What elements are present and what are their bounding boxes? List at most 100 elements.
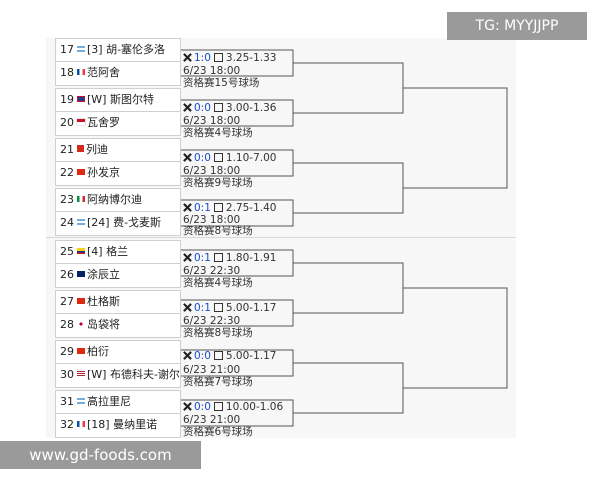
flag-china-icon	[77, 348, 85, 354]
h2h-icon	[183, 203, 192, 212]
flag-china-icon	[77, 169, 85, 175]
player-name: 孙发京	[87, 166, 120, 179]
match-5-time: 6/23 22:30	[183, 265, 241, 277]
match-2-court: 资格赛4号球场	[183, 127, 253, 139]
seed-number: 22	[60, 166, 74, 179]
odds-chart-icon[interactable]	[213, 253, 223, 262]
seed-number: 18	[60, 66, 74, 79]
match-2-h2h[interactable]: 0:0 3.00-1.36	[183, 102, 276, 114]
flag-argentina-icon	[77, 46, 85, 52]
player-30[interactable]: 30 [W] 布德科夫-谢尔	[55, 364, 181, 388]
player-name: 列迪	[86, 143, 108, 156]
match-4-time: 6/23 18:00	[183, 214, 241, 226]
odds: 2.75-1.40	[225, 202, 277, 214]
flag-france-icon	[77, 69, 85, 75]
flag-usa-icon	[77, 371, 85, 377]
player-name: 岛袋将	[87, 318, 120, 331]
seed-number: 25	[60, 245, 74, 258]
h2h-icon	[183, 351, 192, 360]
player-20[interactable]: 20 瓦舍罗	[55, 112, 181, 136]
flag-uk-icon	[77, 96, 85, 102]
match-6-time: 6/23 22:30	[183, 315, 241, 327]
match-2-time: 6/23 18:00	[183, 115, 241, 127]
odds-chart-icon[interactable]	[213, 53, 223, 62]
seed-number: 19	[60, 93, 74, 106]
h2h-icon	[183, 153, 192, 162]
flag-china-icon	[77, 298, 85, 304]
match-3-court: 资格赛9号球场	[183, 177, 253, 189]
seed-number: 28	[60, 318, 74, 331]
seed-number: 29	[60, 345, 74, 358]
player-name: 杜格斯	[87, 295, 120, 308]
odds-chart-icon[interactable]	[213, 153, 223, 162]
player-name: [W] 斯图尔特	[87, 93, 154, 106]
player-name: [24] 费-戈麦斯	[87, 216, 162, 229]
h2h-icon	[183, 253, 192, 262]
player-25[interactable]: 25 [4] 格兰	[55, 240, 181, 264]
player-22[interactable]: 22 孙发京	[55, 162, 181, 186]
seed-number: 31	[60, 395, 74, 408]
seed-number: 27	[60, 295, 74, 308]
player-28[interactable]: 28 岛袋将	[55, 314, 181, 338]
match-7-time: 6/23 21:00	[183, 364, 241, 376]
player-name: [4] 格兰	[87, 245, 129, 258]
odds: 1.80-1.91	[225, 252, 277, 264]
seed-number: 30	[60, 368, 74, 381]
player-17[interactable]: 17[3] 胡-塞伦多洛	[55, 38, 181, 62]
player-19[interactable]: 19 [W] 斯图尔特	[55, 88, 181, 112]
flag-argentina-icon	[77, 219, 85, 225]
player-name: [W] 布德科夫-谢尔	[87, 368, 180, 381]
flag-monaco-icon	[77, 119, 85, 125]
seed-number: 20	[60, 116, 74, 129]
h2h-score: 0:1	[194, 202, 211, 214]
player-name: 柏衍	[87, 345, 109, 358]
match-4-h2h[interactable]: 0:1 2.75-1.40	[183, 202, 276, 214]
player-27[interactable]: 27 杜格斯	[55, 290, 181, 314]
match-5-court: 资格赛4号球场	[183, 277, 253, 289]
odds: 3.00-1.36	[225, 102, 277, 114]
flag-argentina-icon	[77, 398, 85, 404]
seed-number: 17	[60, 43, 74, 56]
h2h-score: 1:0	[194, 52, 211, 64]
match-8-time: 6/23 21:00	[183, 414, 241, 426]
watermark-bottom: www.gd-foods.com	[0, 441, 201, 469]
match-5-h2h[interactable]: 0:1 1.80-1.91	[183, 252, 276, 264]
h2h-icon	[183, 103, 192, 112]
odds-chart-icon[interactable]	[213, 103, 223, 112]
flag-france-icon	[77, 421, 85, 427]
h2h-score: 0:0	[194, 401, 211, 413]
h2h-score: 0:0	[194, 102, 211, 114]
odds-chart-icon[interactable]	[213, 303, 223, 312]
player-name: 瓦舍罗	[87, 116, 120, 129]
h2h-icon	[183, 303, 192, 312]
seed-number: 32	[60, 418, 74, 431]
flag-australia-icon	[77, 271, 85, 277]
seed-number: 24	[60, 216, 74, 229]
h2h-score: 0:1	[194, 252, 211, 264]
player-name: 阿纳博尔迪	[87, 193, 142, 206]
player-24[interactable]: 24 [24] 费-戈麦斯	[55, 212, 181, 236]
odds-chart-icon[interactable]	[213, 402, 223, 411]
flag-japan-icon	[77, 321, 85, 327]
flag-colombia-icon	[77, 248, 85, 254]
odds-chart-icon[interactable]	[213, 351, 223, 360]
player-32[interactable]: 32 [18] 曼纳里诺	[55, 414, 181, 438]
player-29[interactable]: 29 柏衍	[55, 340, 181, 364]
match-7-court: 资格赛7号球场	[183, 376, 253, 388]
player-name: [18] 曼纳里诺	[87, 418, 158, 431]
player-name: 涂辰立	[87, 268, 120, 281]
section-divider	[46, 237, 516, 238]
odds: 5.00-1.17	[225, 302, 277, 314]
odds-chart-icon[interactable]	[213, 203, 223, 212]
h2h-score: 0:0	[194, 152, 211, 164]
